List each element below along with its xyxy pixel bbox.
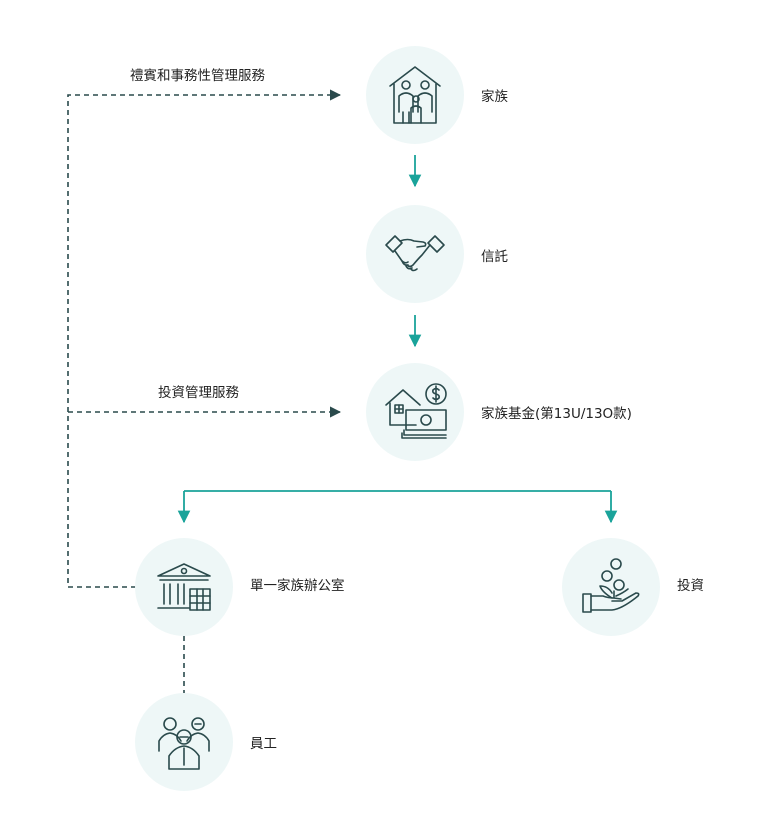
money-plant-hand-icon — [582, 558, 640, 613]
single-family-office-node — [135, 538, 233, 636]
family-node — [366, 46, 464, 144]
trust-node — [366, 205, 464, 303]
staff-node — [135, 693, 233, 791]
family-fund-node — [366, 363, 464, 461]
investment-node — [562, 538, 660, 636]
family-house-icon — [389, 66, 441, 124]
handshake-icon — [385, 235, 445, 272]
edge-label-investment-services: 投資管理服務 — [158, 385, 239, 401]
family-fund-label: 家族基金(第13U/13O款) — [481, 406, 632, 422]
dashed-trunk-line — [67, 89, 342, 588]
single-family-office-label: 單一家族辦公室 — [250, 578, 345, 594]
edge-label-concierge-services: 禮賓和事務性管理服務 — [130, 68, 265, 84]
house-money-icon — [385, 383, 447, 439]
family-label: 家族 — [481, 89, 508, 105]
bank-building-icon — [157, 563, 211, 611]
investment-label: 投資 — [677, 578, 704, 594]
trust-label: 信託 — [481, 249, 508, 265]
staff-label: 員工 — [250, 736, 277, 752]
staff-group-icon — [158, 717, 210, 770]
